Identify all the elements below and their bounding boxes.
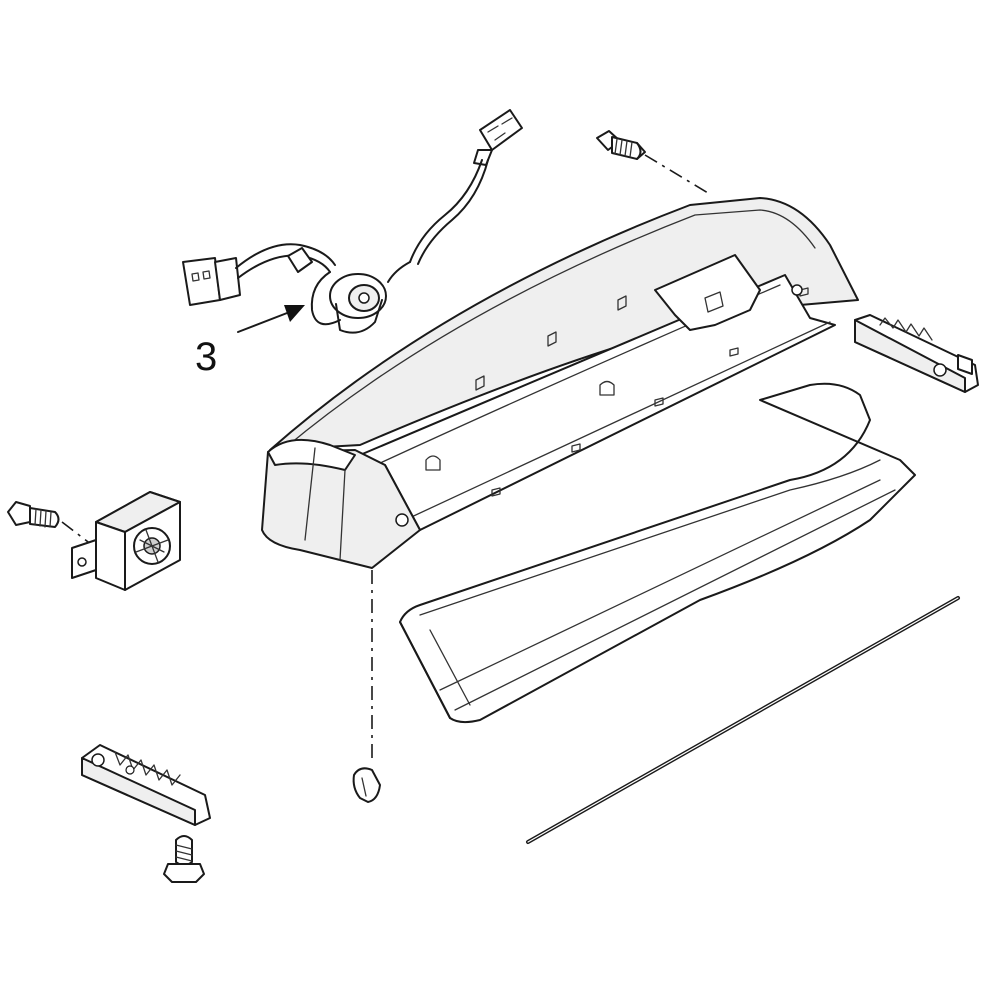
screw-top bbox=[596, 130, 646, 160]
console-housing bbox=[261, 197, 859, 569]
mounting-bracket-right bbox=[854, 314, 979, 393]
callout-number: 3 bbox=[195, 335, 217, 379]
callout-3: 3 bbox=[195, 305, 305, 379]
screw-top-guide-line bbox=[644, 154, 709, 194]
screw-bottom bbox=[163, 835, 205, 883]
mounting-bracket-left bbox=[81, 744, 211, 826]
module-box bbox=[71, 491, 181, 591]
retaining-clip bbox=[352, 767, 381, 803]
lens-window bbox=[399, 382, 916, 724]
wire-harness-socket bbox=[182, 109, 523, 334]
screw-left bbox=[7, 501, 60, 528]
